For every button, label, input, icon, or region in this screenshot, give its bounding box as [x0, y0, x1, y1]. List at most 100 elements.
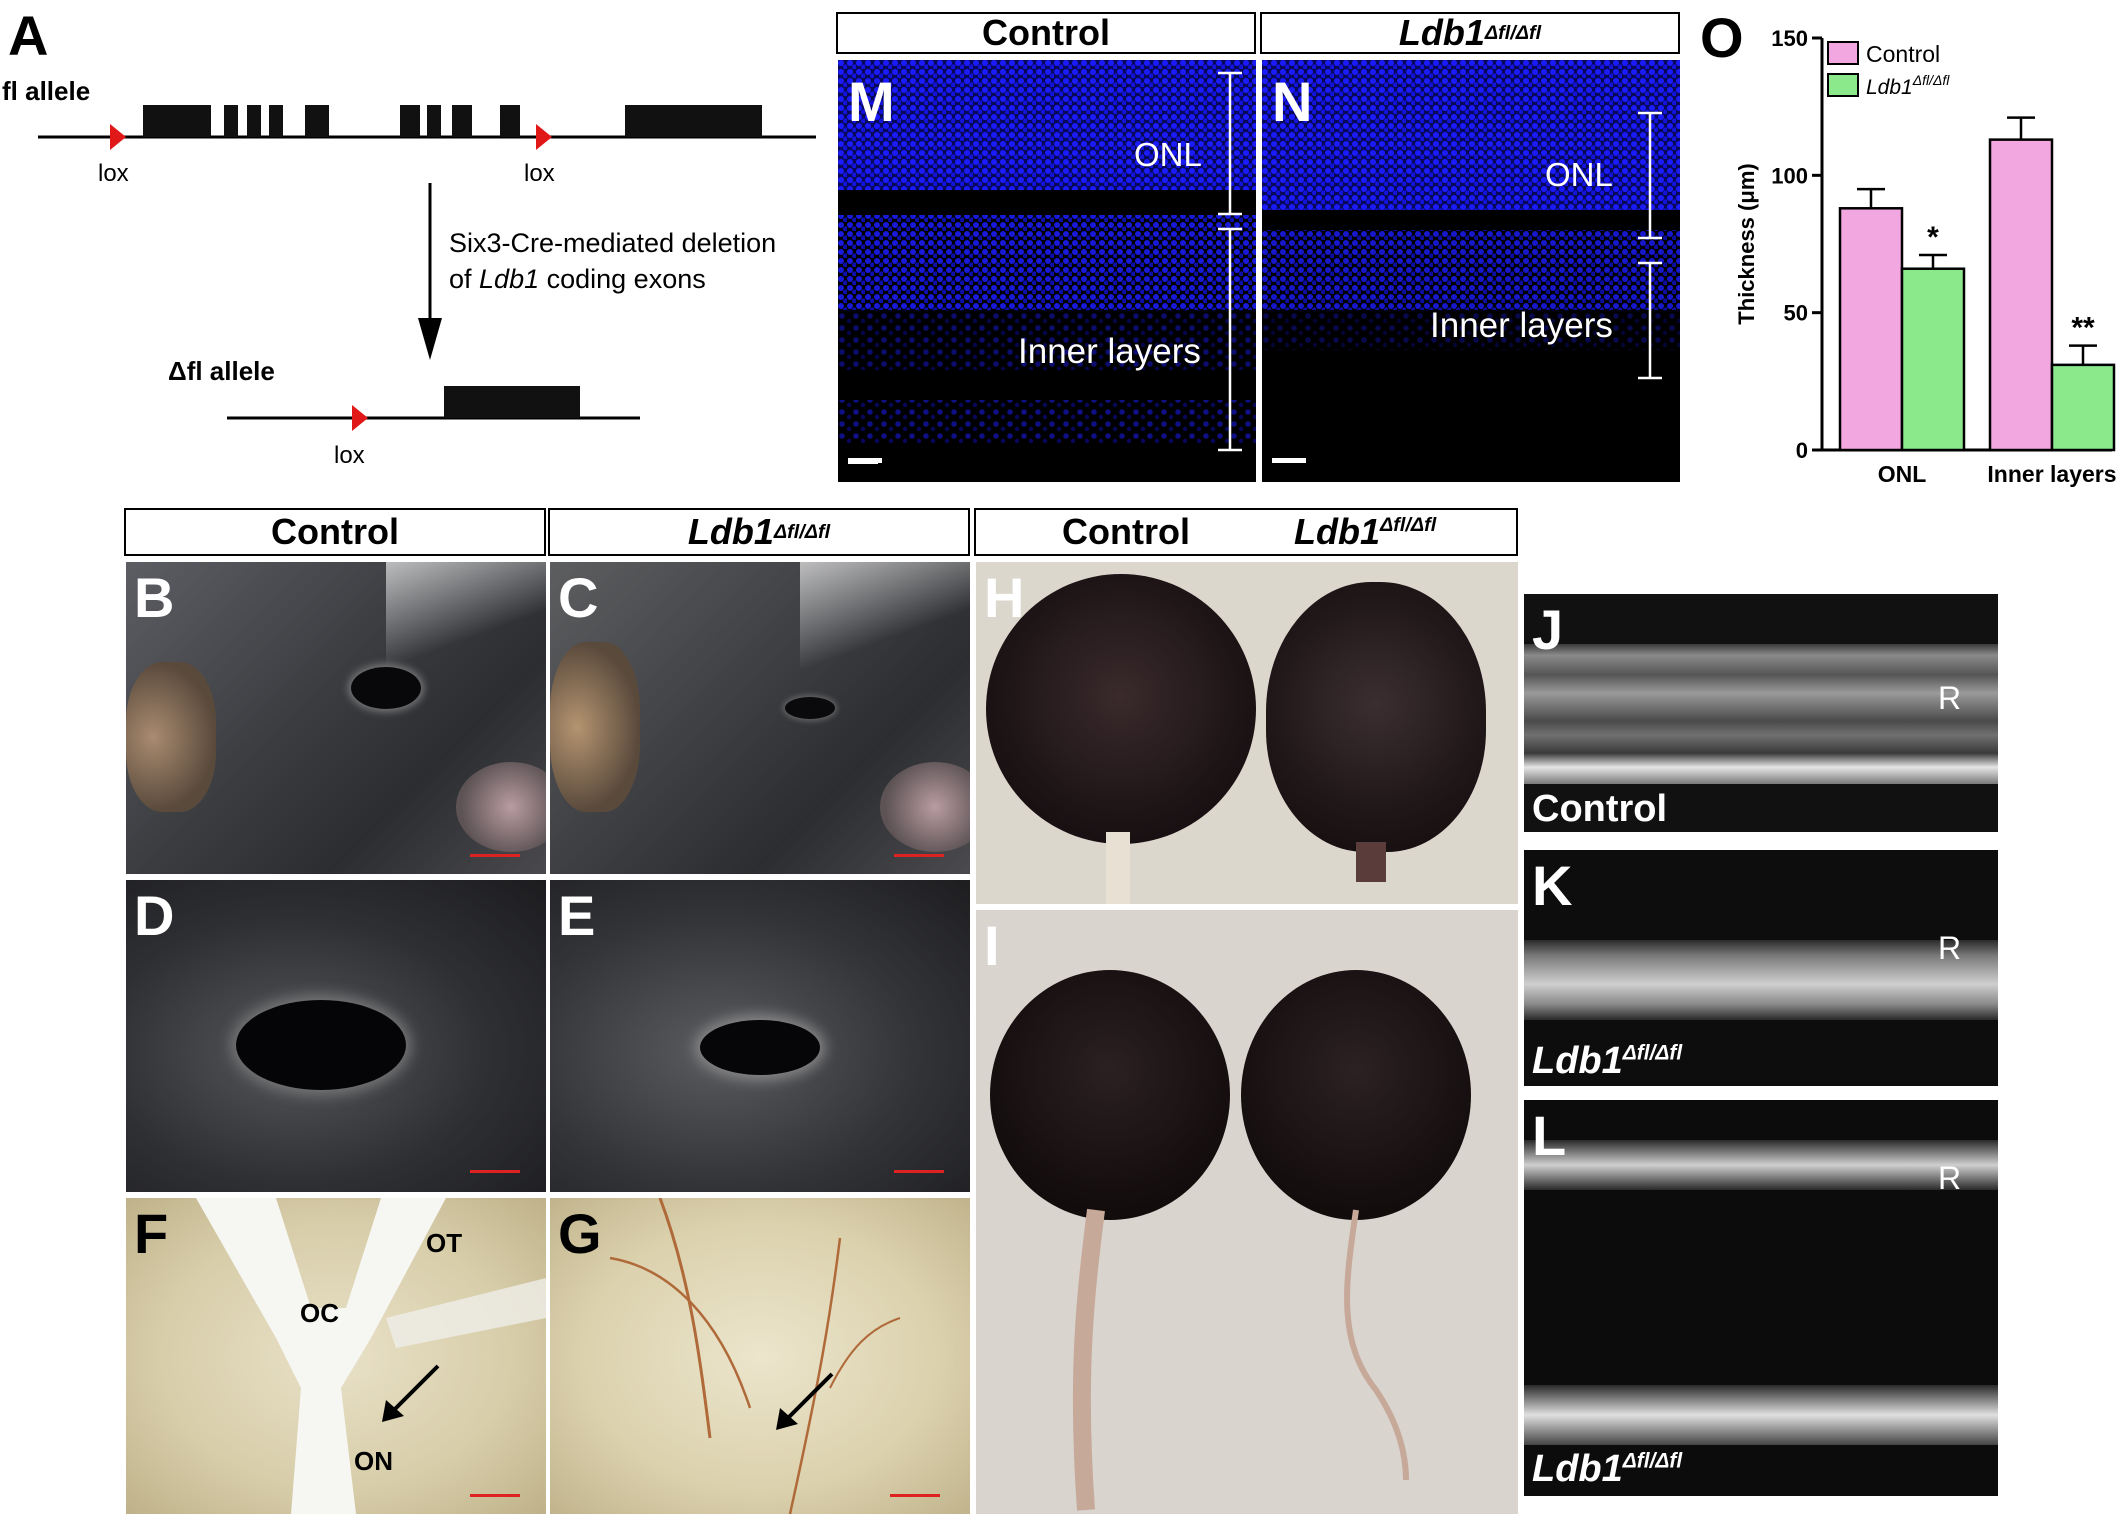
oc-label: OC [300, 1298, 339, 1328]
oct-control-retina [1524, 644, 1998, 784]
y-tick-label: 150 [1771, 26, 1808, 51]
eye-closeup-control [126, 880, 546, 1192]
y-axis-label: Thickness (μm) [1734, 163, 1759, 324]
optic-nerve-control-h [1106, 832, 1130, 904]
scale-bar-f [470, 1494, 520, 1497]
whiskers-mutant [800, 562, 970, 682]
eyeballs-front [976, 562, 1518, 904]
y-tick-label: 0 [1796, 438, 1808, 463]
exon-10 [625, 105, 762, 137]
header-mutant-mn-sup: Δfl/Δfl [1484, 21, 1542, 44]
scale-bar-e [894, 1170, 944, 1173]
exon-5 [305, 105, 329, 137]
panel-label-h: H [984, 566, 1025, 629]
panel-label-o: O [1700, 6, 1744, 69]
legend-swatch-mutant [1827, 73, 1859, 97]
header-hi-mutant-gene: Ldb1 [1293, 511, 1380, 552]
retina-section-mutant [1262, 60, 1680, 482]
header-mutant-mn-gene: Ldb1 [1398, 12, 1485, 53]
r-label-j: R [1938, 680, 1962, 716]
oct-mutant-l-top [1524, 1140, 1998, 1190]
exon-9 [500, 105, 520, 137]
optic-nerves-i [1072, 1208, 1409, 1511]
panel-label-k: K [1532, 854, 1573, 917]
eye-closeup-mutant-pupil [700, 1020, 820, 1075]
eye-control [351, 667, 421, 709]
header-hi-mutant-sup: Δfl/Δfl [1379, 514, 1437, 536]
onl-label-n: ONL [1545, 156, 1613, 193]
panel-label-l: L [1532, 1104, 1567, 1167]
eyeball-mutant-h [1266, 582, 1486, 852]
arrow-icon-f [382, 1364, 440, 1422]
eyeballs-back [976, 910, 1518, 1514]
category-label: Inner layers [1987, 461, 2116, 487]
panel-label-f: F [134, 1202, 169, 1265]
bar [1988, 138, 2054, 452]
layer-brackets-n [1638, 111, 1662, 380]
optic-vessels-mutant [609, 1198, 901, 1514]
fl-allele-label: fl allele [2, 76, 91, 106]
scale-bar-n [1272, 458, 1306, 463]
dfl-allele-label: Δfl allele [168, 356, 275, 386]
lox-site-3 [352, 405, 368, 431]
ot-label: OT [426, 1228, 463, 1258]
lox-site-2 [536, 124, 552, 150]
arrow-icon-g [776, 1372, 834, 1430]
allele-schematic [38, 105, 816, 431]
inner-layers-label-n: Inner layers [1430, 306, 1613, 345]
exon-7 [427, 105, 441, 137]
legend-label-control: Control [1866, 41, 1940, 67]
deletion-caption-line1: Six3-Cre-mediated deletion [449, 228, 777, 258]
header-control-mn-text: Control [982, 12, 1110, 53]
exon-2 [224, 105, 238, 137]
lox-label-3: lox [334, 442, 365, 469]
header-hi-control: Control [1062, 511, 1190, 552]
bar [1838, 207, 1904, 452]
mouse-head-control [126, 562, 546, 874]
scale-bar-d [470, 1170, 520, 1173]
header-control-bg-text: Control [271, 511, 399, 552]
significance-mark: * [1927, 221, 1939, 254]
oct-mutant-l [1524, 1100, 1998, 1496]
optic-nerve-control: OT OC ON [126, 1198, 546, 1514]
retina-mutant-image [1262, 60, 1680, 350]
scale-bar-g [890, 1494, 940, 1497]
panel-label-i: I [984, 914, 1000, 977]
snout-mutant [880, 762, 970, 852]
panel-label-j: J [1532, 598, 1564, 661]
panel-label-m: M [848, 70, 895, 133]
retina-section-control [838, 60, 1256, 482]
panel-label-g: G [558, 1202, 602, 1265]
eye-closeup-mutant [550, 880, 970, 1192]
eyeball-control-h [986, 574, 1256, 844]
optic-nerve-mutant-h [1356, 842, 1386, 882]
caption-of: of [449, 264, 480, 294]
exon-8 [452, 105, 472, 137]
control-label-j: Control [1532, 788, 1668, 830]
snout-control [456, 762, 546, 852]
lox-label-2: lox [524, 160, 555, 187]
r-label-k: R [1938, 930, 1962, 966]
lox-site-1 [110, 124, 126, 150]
inner-layers-label-m: Inner layers [1018, 332, 1201, 371]
ear-control [126, 662, 216, 812]
panel-label-n: N [1272, 70, 1313, 133]
panel-label-a: A [8, 4, 49, 67]
header-hi-mutant: Ldb1Δfl/Δfl [1294, 511, 1436, 553]
whiskers-control [386, 562, 546, 682]
r-label-l: R [1938, 1160, 1962, 1196]
mutant-label-l-sup: Δfl/Δfl [1622, 1449, 1683, 1473]
eye-closeup-control-pupil [236, 1000, 406, 1090]
oct-control [1524, 594, 1998, 832]
y-tick-label: 100 [1771, 163, 1808, 188]
deletion-caption-line2: of Ldb1 coding exons [449, 264, 706, 295]
deletion-arrow-head [418, 318, 442, 360]
oct-mutant-k [1524, 850, 1998, 1086]
panel-label-c: C [558, 566, 599, 629]
mutant-label-k: Ldb1Δfl/Δfl [1532, 1040, 1682, 1083]
y-tick-label: 50 [1784, 301, 1808, 326]
legend-label-mutant-sup: Δfl/Δfl [1912, 72, 1951, 88]
